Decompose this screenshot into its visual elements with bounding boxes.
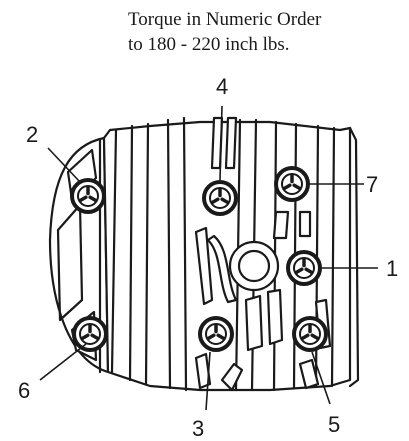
leader-6 xyxy=(39,343,87,381)
bolt-label-7: 7 xyxy=(366,172,378,197)
bolt-head-6 xyxy=(72,316,108,352)
bolt-spoke xyxy=(90,333,100,340)
leader-2 xyxy=(47,147,81,183)
bolt-spoke xyxy=(210,197,220,204)
bolt-head-3 xyxy=(198,316,234,352)
left-cover-rib-mid xyxy=(56,203,84,322)
bolt-label-6: 6 xyxy=(18,378,30,403)
right-edge xyxy=(348,126,360,388)
slot-lower-a xyxy=(244,294,264,352)
bolt-head-2 xyxy=(70,178,106,214)
slot-right-b xyxy=(298,210,312,238)
top-slot-right xyxy=(224,116,238,170)
bolt-spoke xyxy=(292,183,302,190)
spark-plug-boss-inner xyxy=(237,249,271,283)
bolt-spoke xyxy=(310,333,320,340)
fin-5 xyxy=(182,116,188,392)
center-channel xyxy=(194,226,214,306)
bolt-head-1 xyxy=(286,250,322,286)
center-channel-s xyxy=(206,234,238,304)
leader-3 xyxy=(205,351,211,411)
bolt-spoke xyxy=(282,183,292,190)
slot-bottom-right xyxy=(298,358,320,390)
bolt-head-7 xyxy=(274,166,310,202)
bolt-spoke xyxy=(80,333,90,340)
fin-11 xyxy=(330,126,336,388)
slot-bottom-left xyxy=(194,352,212,390)
fin-1 xyxy=(110,128,118,374)
bolt-label-4: 4 xyxy=(216,74,228,99)
bolt-label-2: 2 xyxy=(26,122,38,147)
bolt-label-5: 5 xyxy=(328,412,340,437)
bolt-layer xyxy=(70,166,328,352)
bolt-label-3: 3 xyxy=(192,416,204,441)
bolt-spoke xyxy=(206,333,216,340)
bolt-spoke xyxy=(78,195,88,202)
bolt-spoke xyxy=(304,267,314,274)
fin-2 xyxy=(128,124,134,382)
bolt-head-5 xyxy=(292,316,328,352)
slot-right-a xyxy=(272,210,290,240)
bolt-spoke xyxy=(88,195,98,202)
bolt-head-4 xyxy=(202,180,238,216)
bolt-spoke xyxy=(300,333,310,340)
bolt-spoke xyxy=(220,197,230,204)
leader-5 xyxy=(311,351,331,405)
leader-4 xyxy=(219,105,223,181)
leader-lines xyxy=(39,105,378,411)
bolt-spoke xyxy=(294,267,304,274)
bolt-spoke xyxy=(216,333,226,340)
caption-line-2: to 180 - 220 inch lbs. xyxy=(128,34,290,55)
bolt-label-1: 1 xyxy=(386,256,398,281)
bottom-nozzle xyxy=(220,362,244,392)
caption-line-1: Torque in Numeric Order xyxy=(128,9,322,30)
fin-4 xyxy=(166,118,172,390)
slot-lower-b xyxy=(266,288,284,346)
fin-3 xyxy=(144,122,150,386)
